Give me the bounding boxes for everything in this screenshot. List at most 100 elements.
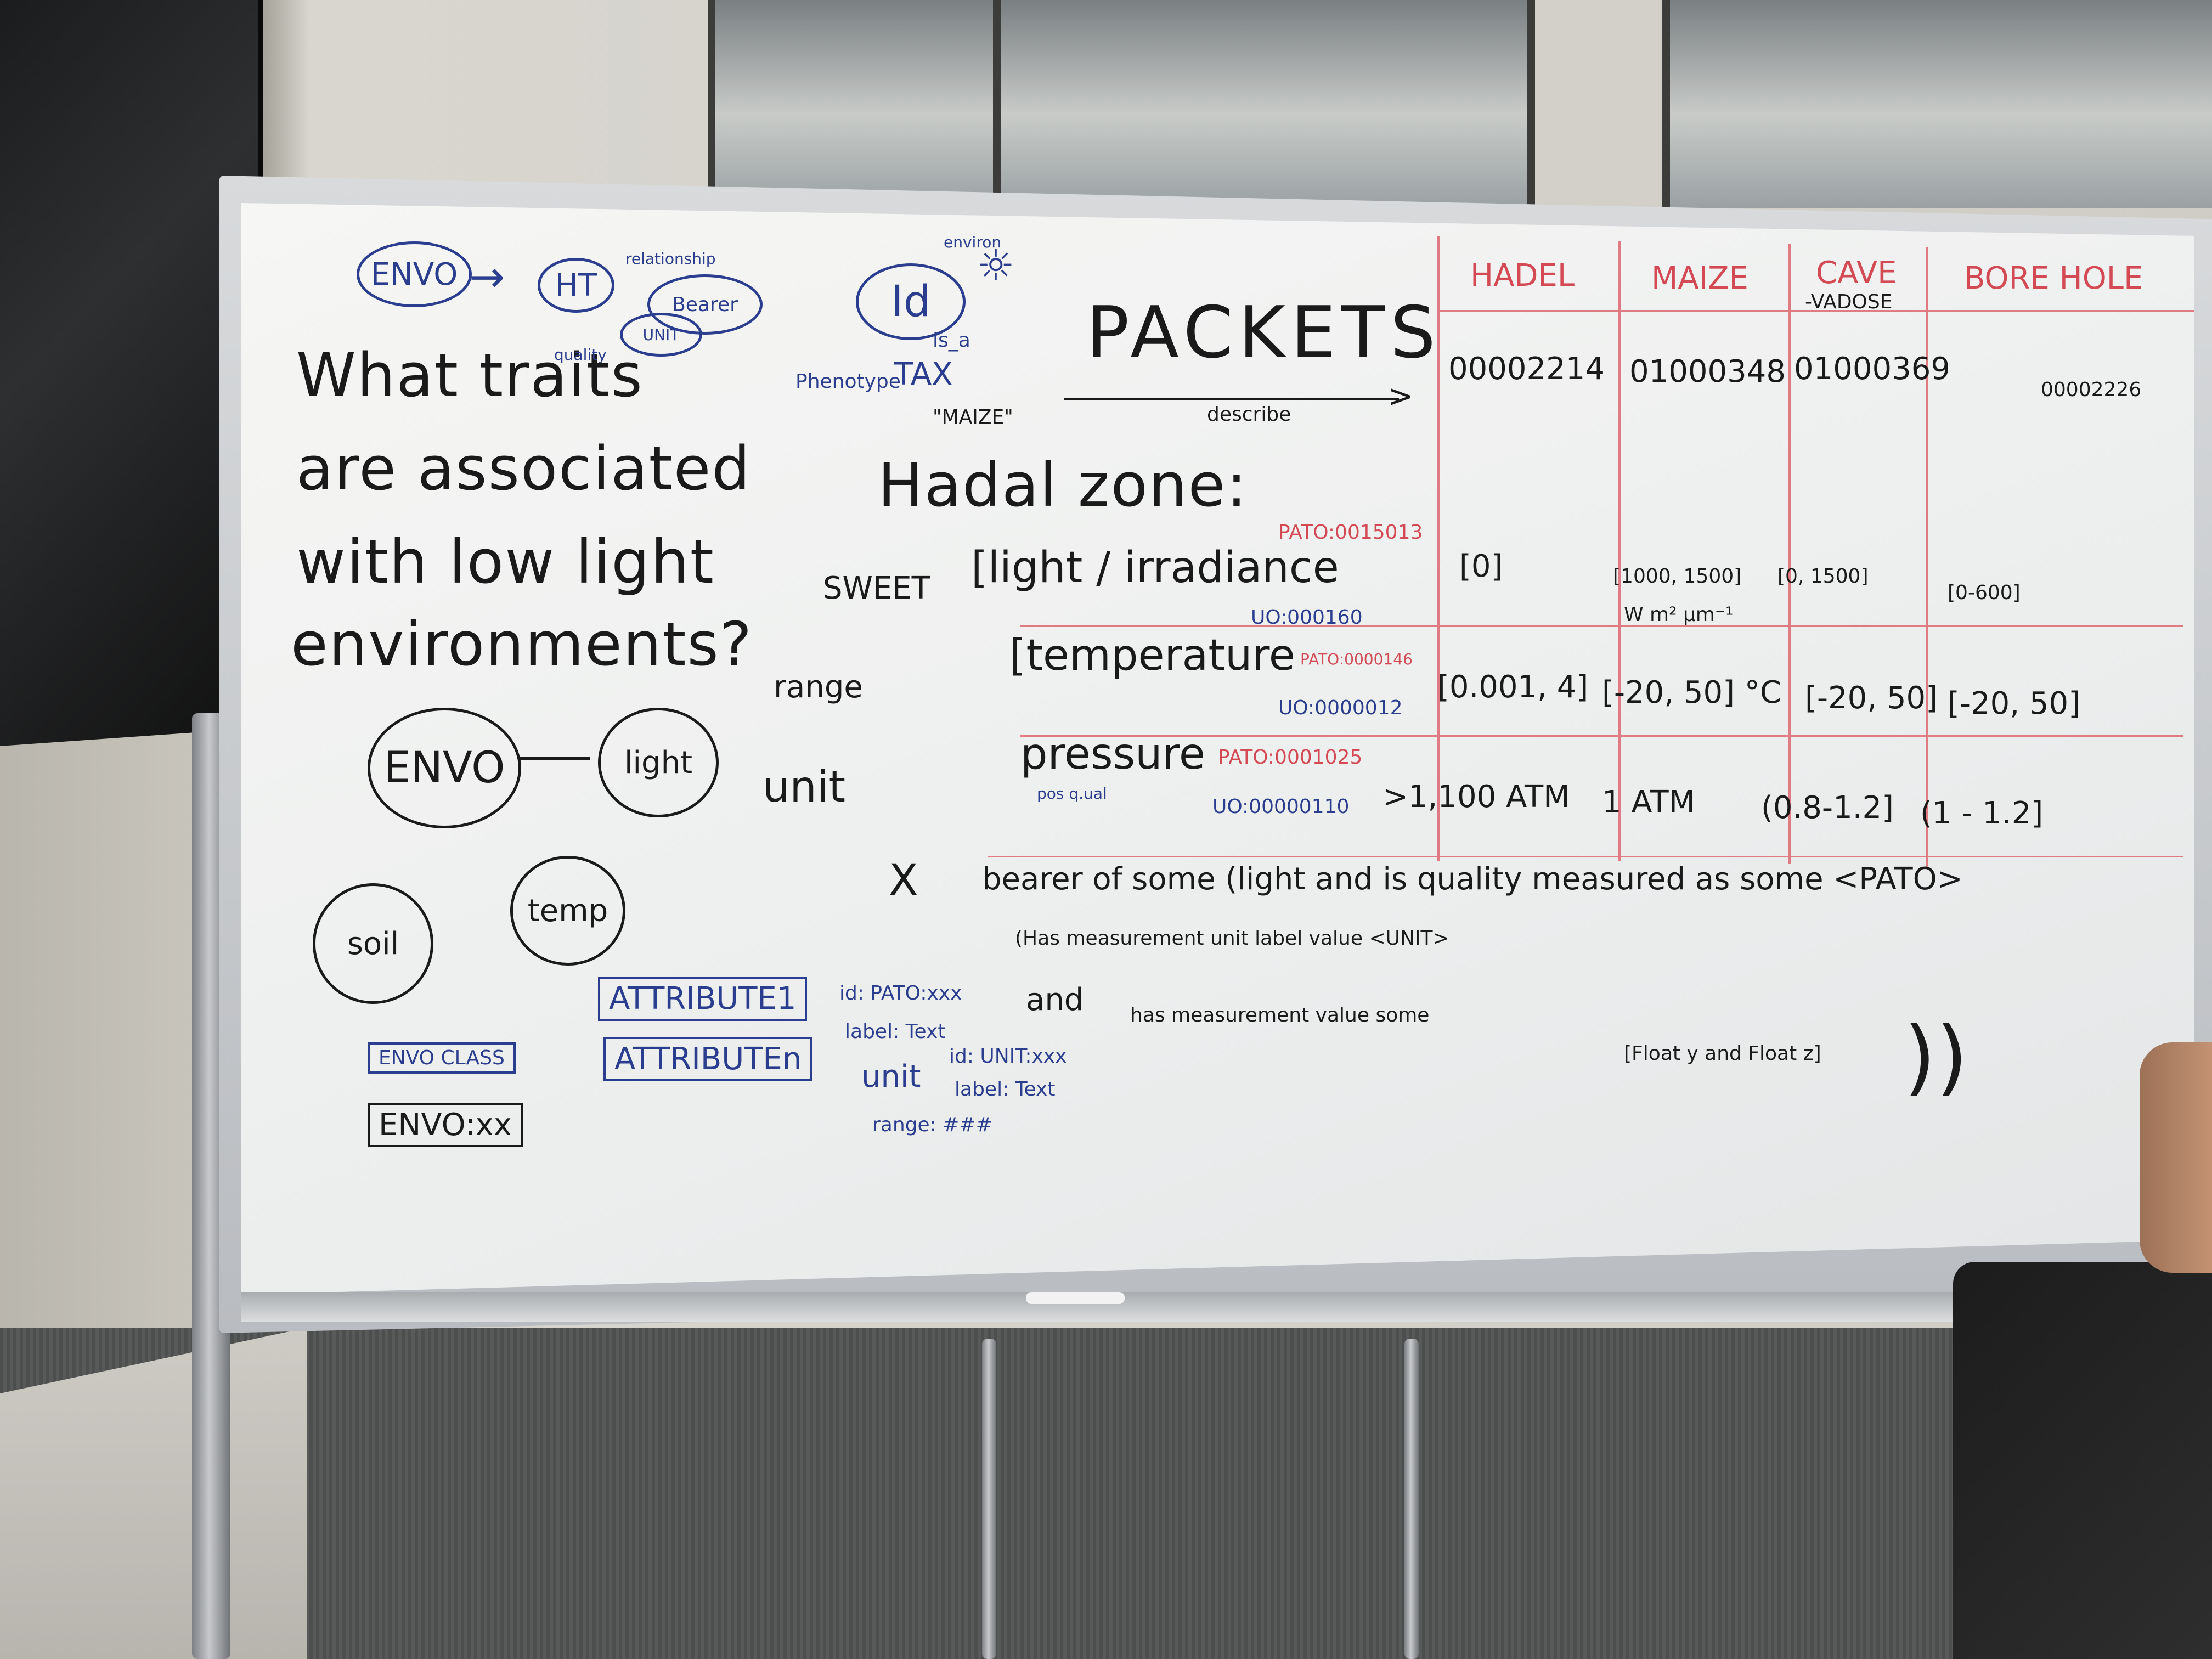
carpet-floor [0,1328,2212,1659]
attribute-label: label: Text [845,1020,946,1043]
envo-node-top: ENVO [357,241,472,307]
question-line-1: What traits [296,340,644,410]
value-temperature-bore-hole: [-20, 50] [1948,686,2081,721]
expression-floats: [Float y and Float z] [1624,1042,1821,1065]
describe-arrow [1064,398,1399,400]
table-column-line [1788,244,1791,864]
value-light-maize: [1000, 1500] [1613,565,1742,588]
temp-node: temp [510,856,625,966]
arrow-head-glyph: > [1388,379,1414,414]
stand-leg [1404,1339,1419,1659]
wall-corner [0,1328,307,1659]
stand-leg [982,1339,996,1659]
maize-quote: "MAIZE" [933,406,1013,428]
person-hand [2140,1042,2212,1273]
question-line-2: are associated [296,433,752,504]
uo-temperature: UO:0000012 [1278,697,1403,719]
bearer-node: Bearer [647,274,763,335]
unit-label: unit [763,763,846,812]
attribute-1-box: ATTRIBUTE1 [598,977,808,1021]
question-line-3: with low light [296,527,715,597]
arrow-glyph: → [469,252,505,302]
sweet-label: SWEET [823,571,930,606]
pato-temperature: PATO:0000146 [1300,650,1413,668]
cave-vadose-label: -VADOSE [1805,291,1893,313]
unit-light-maize: W m² μm⁻¹ [1624,603,1734,626]
id-node: Id [856,263,966,340]
value-light-hadel: [0] [1459,549,1503,584]
envo-node: ENVO [368,708,521,828]
envo-xx-box: ENVO:xx [368,1103,523,1147]
id-bore-hole: 00002226 [2041,379,2142,401]
window [1662,0,2212,208]
value-temperature-hadel: [0.001, 4] [1437,669,1589,705]
expression-x: X [889,856,918,905]
expression-line-1: bearer of some (light and is quality mea… [982,861,1963,897]
row-label-temperature: [temperature [1009,631,1295,680]
row-label-pressure: pressure [1020,730,1205,779]
unit-label-text: label: Text [955,1078,1056,1101]
value-pressure-bore-hole: (1 - 1.2] [1920,795,2044,831]
unit-id: id: UNIT:xxx [949,1045,1067,1068]
describe-label: describe [1207,403,1291,426]
pato-pressure: PATO:0001025 [1218,746,1363,769]
marker-tray [241,1292,2194,1322]
value-light-cave: [0, 1500] [1778,565,1869,588]
expression-line-2: (Has measurement unit label value <UNIT> [1015,927,1449,950]
column-header-bore-hole: BORE HOLE [1964,261,2143,296]
column-header-cave: CAVE [1816,255,1897,291]
value-light-bore-hole: [0-600] [1948,582,2021,604]
value-pressure-cave: (0.8-1.2] [1761,790,1894,826]
range-label: range [774,669,863,705]
value-pressure-maize: 1 ATM [1602,785,1695,820]
sun-icon: ☼ [977,241,1015,291]
window [708,0,1008,208]
envo-light-edge [518,757,590,760]
table-column-line [1926,247,1928,867]
table-column-line [1437,236,1440,861]
table-row-line [1020,735,2183,737]
isa-label: is_a [933,329,970,352]
whiteboard [241,203,2194,1295]
column-header-hadel: HADEL [1470,258,1575,294]
quality-label: quality [554,346,607,364]
uo-pressure: UO:00000110 [1212,795,1350,818]
expression-and: and [1026,982,1084,1018]
column-header-maize: MAIZE [1651,261,1748,296]
value-pressure-hadel: >1,100 ATM [1383,779,1570,815]
question-line-4: environments? [291,609,753,679]
unit-node-top: UNIT [620,313,702,357]
id-hadel: 00002214 [1448,351,1605,387]
hadal-zone-heading: Hadal zone: [878,450,1248,520]
id-maize: 01000348 [1629,354,1786,390]
table-row-line [988,856,2183,857]
marker [1026,1292,1125,1304]
value-temperature-cave: [-20, 50] [1805,680,1938,716]
table-row-line [1020,625,2183,627]
tax-label: TAX [894,357,953,392]
office-chair [1953,1262,2212,1659]
expression-close: )) [1904,1009,1968,1105]
light-node: light [598,708,719,817]
value-temperature-maize: [-20, 50] °C [1602,675,1781,710]
window [993,0,1535,208]
attribute-range: range: ### [872,1114,992,1136]
pressure-sub-label: pos q.ual [1037,785,1107,803]
table-header-line [1437,310,2194,312]
soil-node: soil [313,883,433,1004]
row-label-light: [light / irradiance [971,543,1339,592]
attribute-n-box: ATTRIBUTEn [603,1037,813,1081]
envo-class-box: ENVO CLASS [368,1042,516,1074]
ht-node: HT [538,258,614,313]
uo-light: UO:000160 [1251,606,1363,629]
id-cave: 01000369 [1794,351,1951,387]
pato-light: PATO:0015013 [1278,521,1423,544]
environ-label: environ [944,233,1002,251]
table-column-line [1618,241,1621,861]
expression-line-3: has measurement value some [1130,1004,1430,1026]
attribute-id: id: PATO:xxx [839,982,962,1005]
relationship-label: relationship [625,250,716,268]
packets-title: PACKETS [1086,291,1441,374]
attribute-unit: unit [861,1059,921,1094]
phenotype-label: Phenotype [795,370,901,393]
